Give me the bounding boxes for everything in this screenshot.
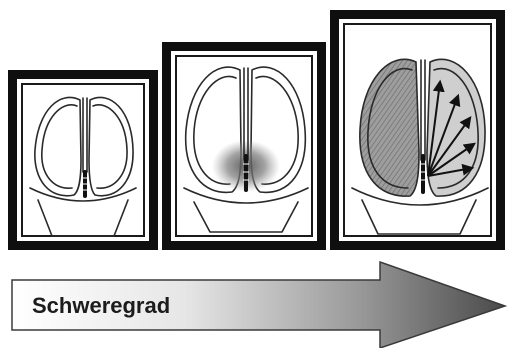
panel-stage-2 bbox=[162, 42, 326, 250]
severity-arrow: Schweregrad bbox=[12, 262, 505, 348]
panel-stage-3 bbox=[330, 10, 505, 250]
severity-arrow-label: Schweregrad bbox=[32, 293, 170, 318]
panel-stage-1 bbox=[8, 70, 158, 250]
